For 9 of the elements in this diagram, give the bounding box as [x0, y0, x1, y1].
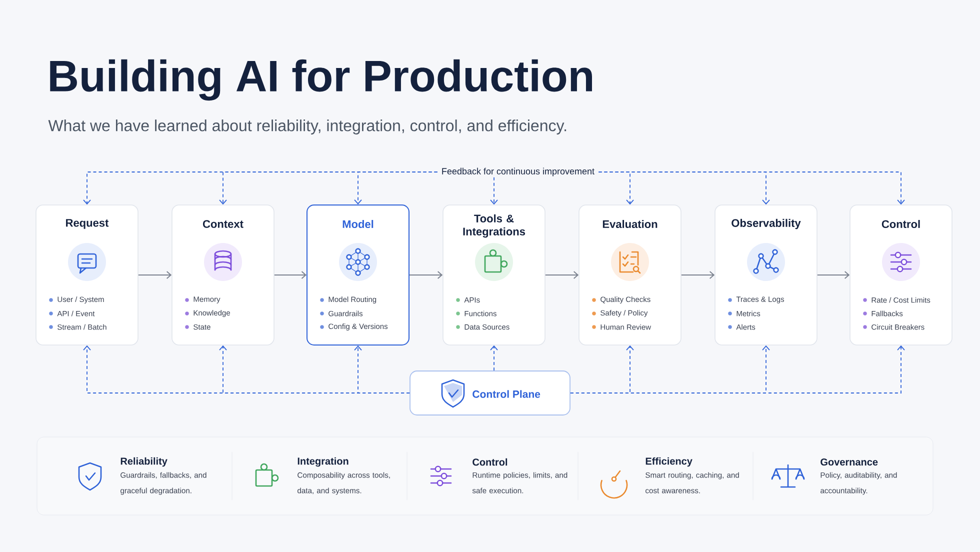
- feature-title: Control: [472, 458, 508, 466]
- feature-title: Governance: [820, 458, 878, 466]
- feature-title: Efficiency: [646, 457, 692, 467]
- title: Building AI for Production: [50, 59, 592, 101]
- control-plane-box: Control Plane: [410, 370, 570, 416]
- feature-title: Integration: [298, 457, 348, 467]
- feature-title: Reliability: [120, 457, 168, 467]
- subtitle: What we have learned about reliability, integration, control, and efficiency.: [48, 120, 566, 134]
- feedback-label: Feedback for continuous improvement: [437, 166, 599, 178]
